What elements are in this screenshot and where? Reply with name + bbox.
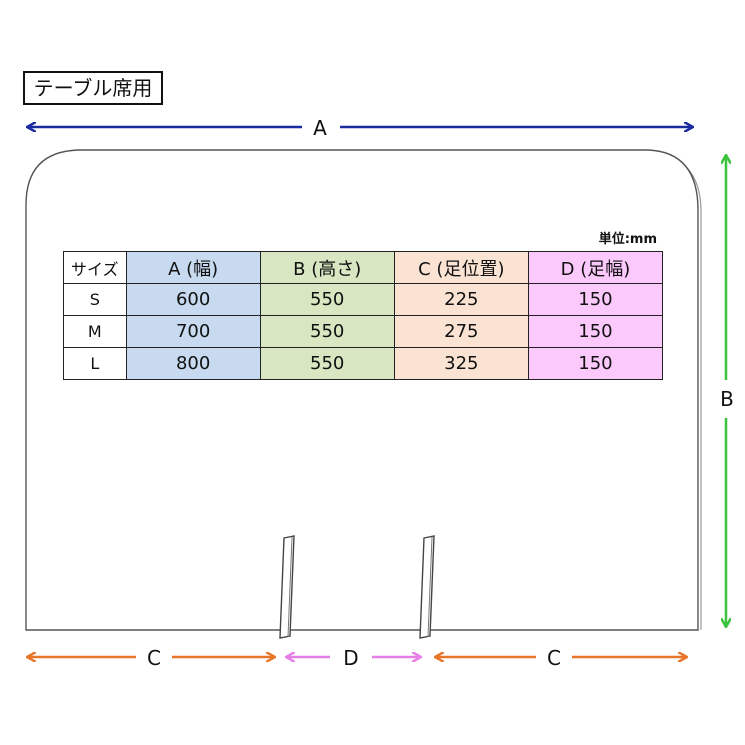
cell-a: 700 [125,315,261,348]
cell-a: 800 [125,347,261,380]
cell-b: 550 [259,315,395,348]
cell-size: M [63,315,127,348]
cell-a: 600 [125,283,261,316]
size-table: サイズ A (幅) B (高さ) C (足位置) D (足幅) S 600 55… [63,251,664,380]
cell-d: 150 [527,315,664,348]
cell-c: 225 [393,283,529,316]
dimension-d-label: D [343,646,358,670]
dimension-c-left-label: C [147,646,161,670]
table-row: L 800 550 325 150 [63,347,664,380]
dimension-a-label: A [313,116,327,140]
dimension-d-arrow: D [287,646,420,670]
cell-d: 150 [527,347,664,380]
table-header-row: サイズ A (幅) B (高さ) C (足位置) D (足幅) [63,251,664,284]
cell-size: S [63,283,127,316]
cell-size: L [63,347,127,380]
table-row: M 700 550 275 150 [63,315,664,348]
dimension-c-right-arrow: C [436,646,686,670]
dimension-c-right-label: C [547,646,561,670]
dimension-b-label: B [720,387,734,411]
header-size: サイズ [63,251,127,284]
dimension-c-left-arrow: C [28,646,274,670]
cell-b: 550 [259,347,395,380]
panel-outline [25,149,699,631]
cell-d: 150 [527,283,664,316]
cell-c: 325 [393,347,529,380]
title-label: テーブル席用 [23,71,163,105]
dimension-a-arrow: A [28,116,692,140]
header-d-foot-width: D (足幅) [527,251,664,284]
header-b-height: B (高さ) [259,251,395,284]
cell-b: 550 [259,283,395,316]
right-foot [419,535,435,639]
header-c-foot-position: C (足位置) [393,251,529,284]
unit-label: 単位:mm [598,232,657,247]
left-foot [279,535,295,639]
cell-c: 275 [393,315,529,348]
dimension-b-arrow: B [720,156,734,626]
table-row: S 600 550 225 150 [63,283,664,316]
header-a-width: A (幅) [125,251,261,284]
